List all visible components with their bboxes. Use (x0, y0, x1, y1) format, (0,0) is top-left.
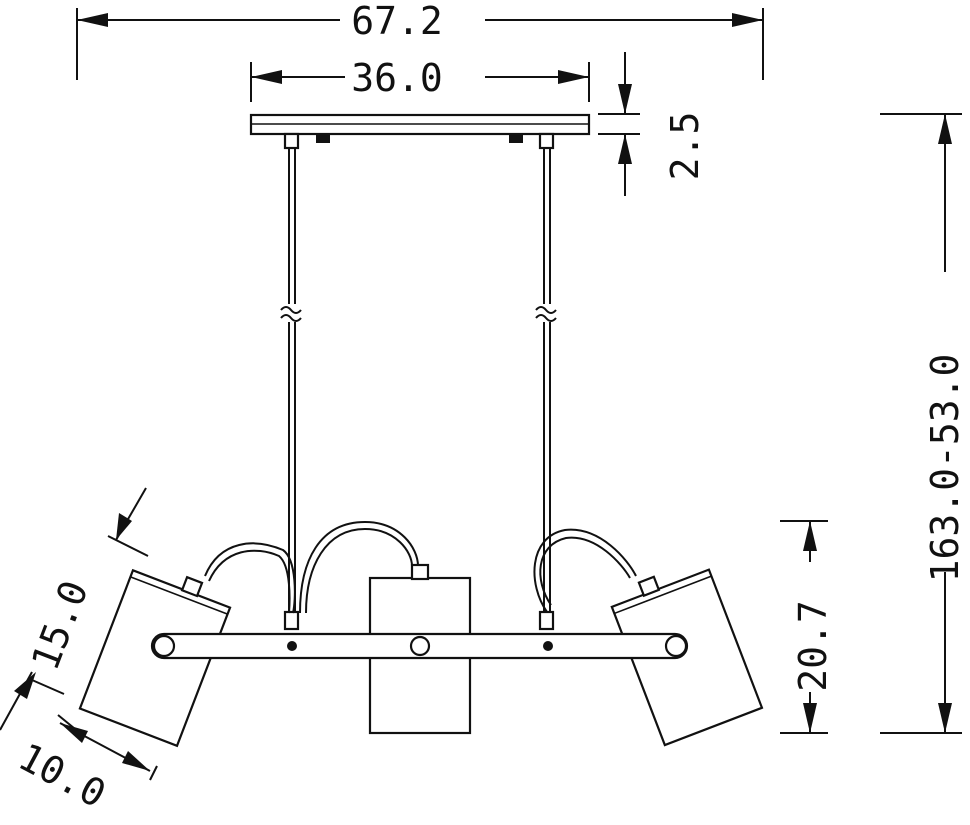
overall-width-dimension: 67.2 (76, 0, 764, 80)
suspension-cables (280, 148, 557, 631)
left-shade (78, 568, 232, 748)
shade-length-label: 15.0 (23, 575, 97, 676)
total-height-dimension: 163.0-53.0 (880, 113, 967, 734)
overall-width-label: 67.2 (351, 0, 443, 43)
body-height-label: 20.7 (791, 600, 835, 692)
shade-diameter-label: 10.0 (11, 735, 112, 817)
canopy-plate (249, 113, 591, 150)
body-height-dimension: 20.7 (780, 520, 835, 734)
power-cords (204, 520, 637, 614)
canopy-height-label: 2.5 (663, 112, 707, 181)
canopy-height-dimension: 2.5 (598, 52, 707, 196)
canopy-width-label: 36.0 (351, 56, 443, 100)
horizontal-bar (150, 632, 689, 660)
right-shade (610, 568, 764, 747)
total-height-label: 163.0-53.0 (923, 354, 967, 583)
canopy-width-dimension: 36.0 (250, 56, 590, 102)
